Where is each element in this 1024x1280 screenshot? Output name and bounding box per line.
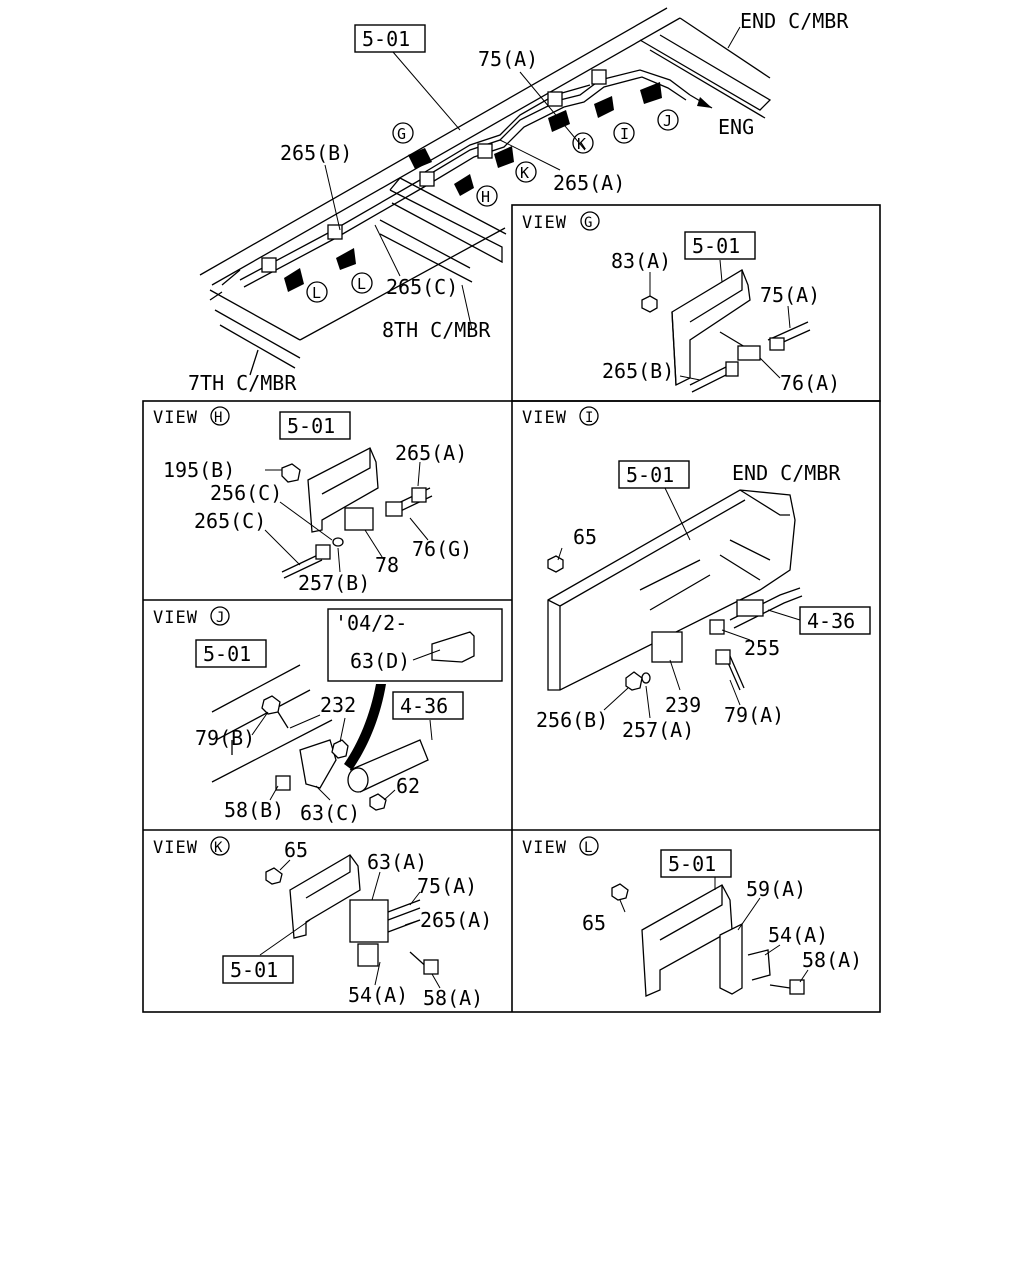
view-l-ref: 5-01 — [668, 852, 716, 876]
view-k-63a: 63(A) — [367, 850, 427, 874]
view-i-257a: 257(A) — [622, 718, 694, 742]
view-h-76g: 76(G) — [412, 537, 472, 561]
eng-label: ENG — [718, 115, 754, 139]
callout-j: J — [657, 109, 679, 131]
callout-i: I — [613, 122, 635, 144]
view-i-256b: 256(B) — [536, 708, 608, 732]
view-l-54a: 54(A) — [768, 923, 828, 947]
view-l-59a: 59(A) — [746, 877, 806, 901]
view-i-endcmbr: END C/MBR — [732, 461, 841, 485]
svg-text:H: H — [481, 188, 490, 206]
svg-text:L: L — [357, 275, 366, 293]
callout-l: L — [306, 281, 328, 303]
svg-text:L: L — [312, 284, 321, 302]
view-j-79b: 79(B) — [195, 726, 255, 750]
view-j-63c: 63(C) — [300, 801, 360, 825]
view-k-letter: K — [214, 840, 223, 856]
view-h: VIEW H 5-01 195(B) 265(A) 256(C) 265(C) … — [153, 406, 472, 595]
callout-h: H — [476, 185, 498, 207]
view-i-79a: 79(A) — [724, 703, 784, 727]
view-h-265c: 265(C) — [194, 509, 266, 533]
view-h-ref: 5-01 — [287, 414, 335, 438]
callout-k2: K — [572, 132, 594, 154]
svg-text:K: K — [577, 135, 586, 153]
view-k-75a: 75(A) — [417, 874, 477, 898]
view-j-letter: J — [216, 610, 224, 626]
view-l-letter: L — [584, 840, 592, 856]
view-k-ref: 5-01 — [230, 958, 278, 982]
view-l-58a: 58(A) — [802, 948, 862, 972]
view-i-65: 65 — [573, 525, 597, 549]
view-k-65: 65 — [284, 838, 308, 862]
svg-text:G: G — [397, 125, 406, 143]
view-i: VIEW I 5-01 END C/MBR 4-36 65 255 239 — [522, 406, 871, 742]
view-j: VIEW J 5-01 '04/2- 63(D) 4-36 232 79( — [153, 606, 503, 825]
part-75a-label: 75(A) — [478, 47, 538, 71]
view-h-265a: 265(A) — [395, 441, 467, 465]
view-i-ref: 5-01 — [626, 463, 674, 487]
callout-l2: L — [351, 272, 373, 294]
view-i-title: VIEW — [522, 408, 567, 428]
view-h-256c: 256(C) — [210, 481, 282, 505]
view-g-title: VIEW — [522, 213, 567, 233]
view-k-title: VIEW — [153, 838, 198, 858]
view-h-title: VIEW — [153, 408, 198, 428]
svg-text:J: J — [663, 112, 672, 130]
view-h-letter: H — [214, 410, 222, 426]
end-cmbr-label: END C/MBR — [740, 9, 849, 33]
view-i-239: 239 — [665, 693, 701, 717]
view-g-75a: 75(A) — [760, 283, 820, 307]
view-g-83a: 83(A) — [611, 249, 671, 273]
view-k: VIEW K 5-01 65 63(A) 75(A) 265(A) 54(A) … — [153, 836, 492, 1010]
view-k-54a: 54(A) — [348, 983, 408, 1007]
view-h-257b: 257(B) — [298, 571, 370, 595]
view-k-58a: 58(A) — [423, 986, 483, 1010]
view-l: VIEW L 5-01 65 59(A) 54(A) 58(A) — [522, 836, 862, 997]
part-265b-label: 265(B) — [280, 141, 352, 165]
view-g-letter: G — [584, 215, 592, 231]
view-i-letter: I — [585, 410, 593, 426]
view-i-ref2: 4-36 — [807, 609, 855, 633]
view-j-title: VIEW — [153, 608, 198, 628]
view-k-265a: 265(A) — [420, 908, 492, 932]
ref-5-01-label: 5-01 — [362, 27, 410, 51]
view-h-78: 78 — [375, 553, 399, 577]
view-j-inset-date: '04/2- — [335, 611, 407, 635]
svg-text:K: K — [520, 164, 529, 182]
view-l-65: 65 — [582, 911, 606, 935]
view-g-ref: 5-01 — [692, 234, 740, 258]
callout-k: K — [515, 161, 537, 183]
callout-g: G — [392, 122, 414, 144]
view-l-title: VIEW — [522, 838, 567, 858]
c7-label: 7TH C/MBR — [188, 371, 297, 395]
view-g-76a: 76(A) — [780, 371, 840, 395]
part-265c-label: 265(C) — [386, 275, 458, 299]
svg-text:I: I — [620, 125, 629, 143]
view-j-62: 62 — [396, 774, 420, 798]
view-j-63d: 63(D) — [350, 649, 410, 673]
view-j-232: 232 — [320, 693, 356, 717]
c8-label: 8TH C/MBR — [382, 318, 491, 342]
part-265a-label: 265(A) — [553, 171, 625, 195]
view-j-58b: 58(B) — [224, 798, 284, 822]
view-g: VIEW G 5-01 83(A) 75(A) 265(B) 76(A) — [522, 211, 840, 395]
view-g-265b: 265(B) — [602, 359, 674, 383]
overview-assembly: 5-01 END C/MBR ENG 8TH C/MBR 7TH C/MBR 7… — [188, 7, 849, 395]
view-j-ref: 5-01 — [203, 642, 251, 666]
view-i-255: 255 — [744, 636, 780, 660]
ref-box-5-01 — [354, 24, 426, 53]
view-frames — [142, 204, 881, 1013]
view-j-ref2: 4-36 — [400, 694, 448, 718]
view-h-195b: 195(B) — [163, 458, 235, 482]
